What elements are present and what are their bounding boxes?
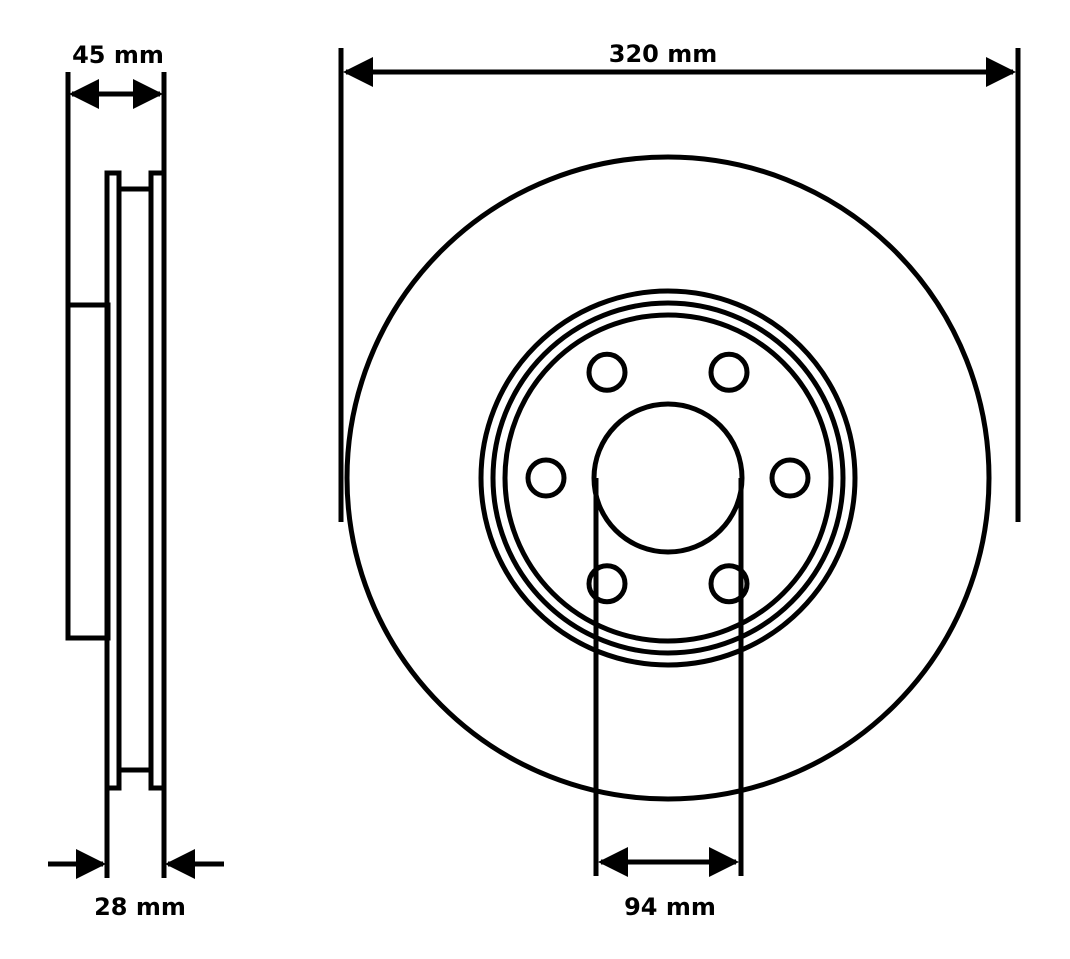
bolt-hole [525, 457, 567, 499]
center-bore-label: 94 mm [624, 893, 716, 921]
disc-friction-plate-left [104, 170, 122, 791]
outer-diameter-label: 320 mm [609, 40, 717, 68]
bolt-hole-pattern [525, 351, 811, 605]
side-view: 45 mm 28 mm [48, 41, 224, 921]
disc-thickness-label: 28 mm [94, 893, 186, 921]
hub-hat-profile [65, 302, 111, 641]
center-bore [591, 401, 745, 555]
hub-inner-ring [490, 300, 846, 656]
bolt-hole [586, 351, 628, 393]
hub-outer-ring [478, 288, 858, 668]
disc-friction-plate-right [148, 170, 167, 791]
bolt-hole [708, 563, 750, 605]
bolt-hole [769, 457, 811, 499]
disc-outer-edge [344, 154, 992, 802]
overall-thickness-label: 45 mm [72, 41, 164, 69]
hub-face-ring [502, 312, 834, 644]
bolt-hole [586, 563, 628, 605]
bolt-hole [708, 351, 750, 393]
front-view: 320 mm 94 mm [338, 40, 1021, 921]
